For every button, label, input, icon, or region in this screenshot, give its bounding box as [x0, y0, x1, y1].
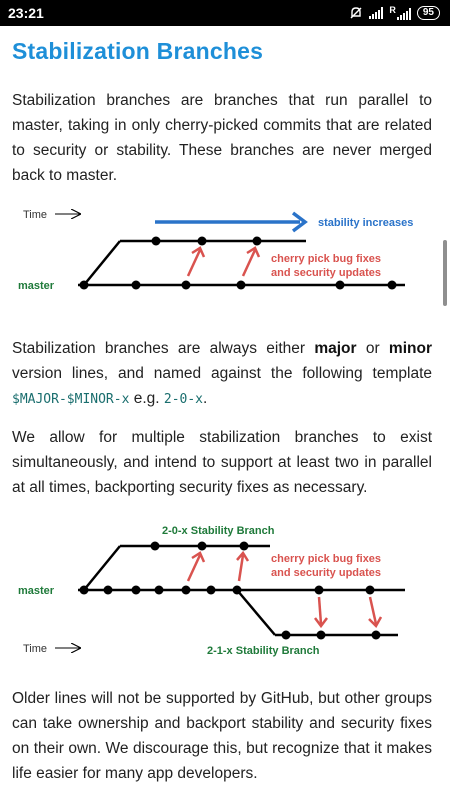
paragraph-multiple: We allow for multiple stabilization bran… — [12, 429, 432, 496]
roaming-label: R — [389, 5, 396, 15]
do-not-disturb-icon — [350, 7, 362, 19]
major-keyword: major — [314, 340, 357, 357]
time-label-2: Time — [23, 643, 47, 655]
paragraph-naming: Stabilization branches are always either… — [12, 340, 432, 407]
master-commits — [79, 280, 397, 290]
branch-2-1-x-commits — [281, 630, 381, 640]
status-bar: 23:21 R 95 — [0, 0, 450, 26]
master-label: master — [18, 280, 55, 292]
minor-keyword: minor — [388, 340, 432, 357]
scrollbar[interactable] — [443, 240, 447, 306]
template-code: $MAJOR-$MINOR-x — [12, 392, 130, 407]
status-time: 23:21 — [8, 5, 44, 21]
example-code: 2-0-x — [163, 392, 204, 407]
master-commits-2 — [79, 585, 375, 595]
cherry-pick-label-line1: cherry pick bug fixes — [271, 253, 381, 265]
branch-commits — [151, 236, 262, 246]
cherry-pick-arrow-icon — [186, 246, 261, 277]
cherry-pick-label-2-line2: and security updates — [271, 567, 381, 579]
cherry-pick-label-2-line1: cherry pick bug fixes — [271, 553, 381, 565]
cherry-pick-down-arrow-icon — [314, 596, 383, 629]
status-icons: R 95 — [349, 6, 440, 20]
time-label: Time — [23, 209, 47, 221]
stability-increases-label: stability increases — [318, 217, 413, 229]
master-label-2: master — [18, 585, 55, 597]
paragraph-older-lines: Older lines will not be supported by Git… — [12, 690, 432, 782]
paragraph-intro: Stabilization branches are branches that… — [12, 92, 432, 184]
cherry-pick-label-line2: and security updates — [271, 267, 381, 279]
branch-2-0-x-label: 2-0-x Stability Branch — [162, 525, 275, 537]
signal-icon — [369, 7, 384, 19]
battery-icon: 95 — [416, 6, 440, 20]
roaming-signal-icon: R — [389, 6, 411, 20]
cherry-pick-up-arrow-icon — [186, 550, 250, 582]
branch-2-1-x-label: 2-1-x Stability Branch — [207, 645, 320, 657]
branch-fork-line — [83, 240, 121, 286]
branch-2-0-x-commits — [150, 541, 249, 551]
stabilization-diagram: Time stability increases cherry pick bug… — [18, 209, 413, 292]
page-title: Stabilization Branches — [12, 38, 264, 64]
multiple-branches-diagram: 2-0-x Stability Branch cherry pick bug f… — [18, 525, 405, 657]
article-view[interactable]: Stabilization Branches Stabilization bra… — [0, 26, 450, 800]
